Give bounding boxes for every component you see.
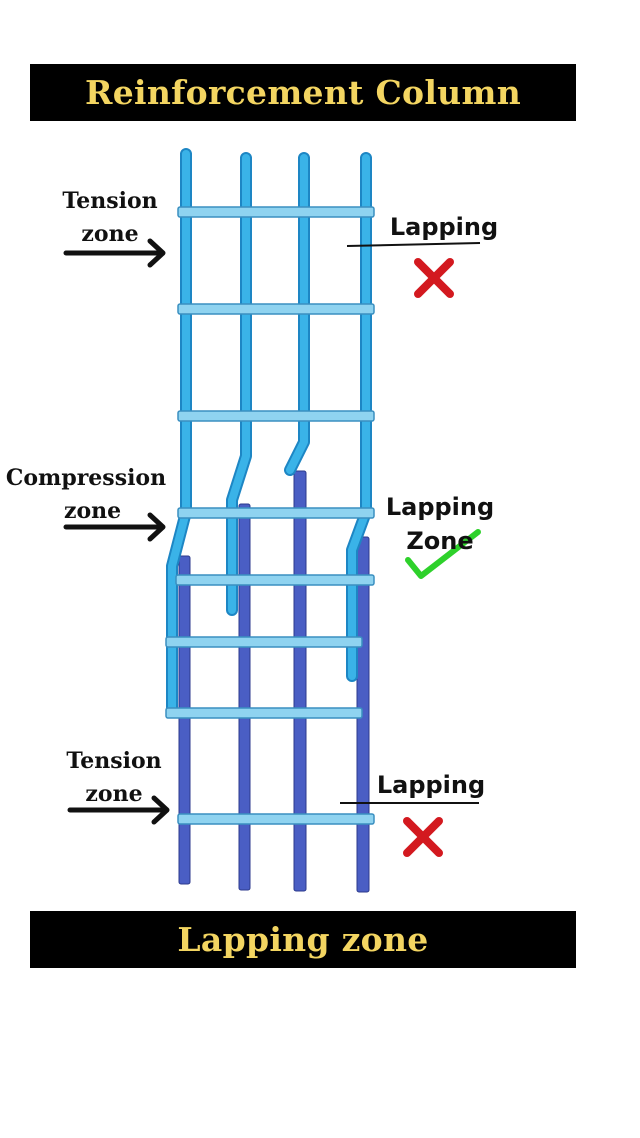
lapping-middle-line1: Lapping	[385, 493, 495, 521]
tie-1	[177, 206, 375, 218]
tie-3	[177, 410, 375, 422]
arrows	[63, 238, 170, 825]
tie-5	[175, 574, 375, 586]
tension-bottom-label: Tension zone	[44, 745, 184, 811]
lapping-middle-label: Lapping Zone	[380, 490, 500, 558]
check-icon	[405, 529, 481, 579]
cross-icon	[414, 258, 454, 298]
arrow-tension-top-icon	[63, 238, 166, 268]
ties	[165, 206, 375, 825]
tie-7	[165, 707, 363, 719]
tie-6	[165, 636, 363, 648]
lower-bar-2	[238, 503, 251, 891]
upper-bar-4-inner	[348, 154, 370, 680]
cross-icon	[403, 817, 443, 857]
footer-text: Lapping zone	[177, 920, 429, 959]
tie-2	[177, 303, 375, 315]
tie-4	[177, 507, 375, 519]
lower-bar-3	[293, 470, 307, 892]
footer-banner: Lapping zone	[30, 911, 576, 968]
tension-bottom-line2: zone	[85, 781, 143, 807]
arrow-tension-bottom-icon	[67, 795, 170, 825]
upper-bar-3-inner	[286, 154, 308, 474]
tension-top-line2: zone	[81, 221, 139, 247]
compression-line2: zone	[64, 498, 122, 524]
tie-8	[177, 813, 375, 825]
compression-label: Compression zone	[4, 462, 168, 528]
lapping-bottom-label: Lapping	[376, 771, 486, 799]
upper-bars	[166, 148, 372, 718]
lower-bars	[178, 470, 370, 893]
lower-bar-1	[178, 555, 191, 885]
title-banner: Reinforcement Column	[30, 64, 576, 121]
compression-line1: Compression	[5, 465, 167, 491]
lapping-top-label: Lapping	[389, 213, 499, 241]
lapping-lines	[340, 242, 481, 804]
title-text: Reinforcement Column	[85, 73, 521, 112]
lapping-middle-line2: Zone	[406, 527, 474, 555]
tension-top-line1: Tension	[62, 188, 158, 214]
lapping-line-top	[346, 242, 481, 247]
tension-top-label: Tension zone	[40, 185, 180, 251]
arrow-compression-icon	[63, 512, 166, 542]
tension-bottom-line1: Tension	[66, 748, 162, 774]
